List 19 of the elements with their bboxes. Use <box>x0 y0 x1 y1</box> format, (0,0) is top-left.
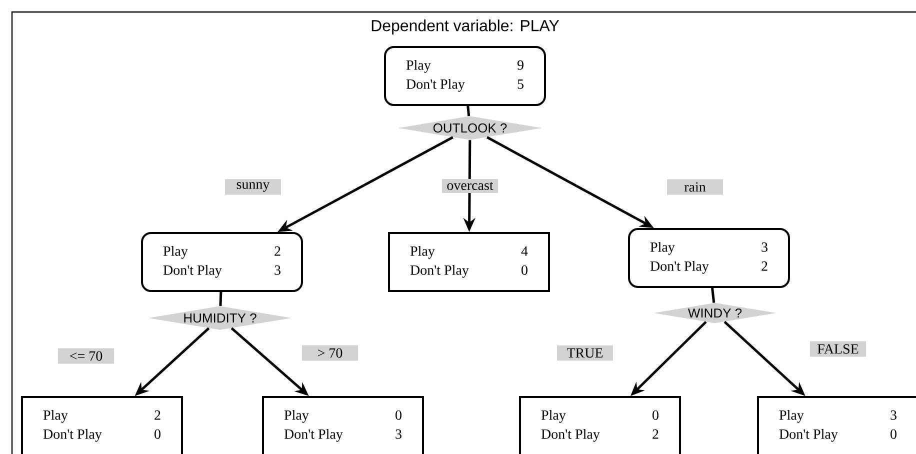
connector-line <box>219 292 222 306</box>
edge-label: overcast <box>442 178 498 193</box>
count-box: Play 0 Don't Play 2 <box>519 396 681 454</box>
edge-label: > 70 <box>302 345 358 361</box>
edge-label: TRUE <box>557 345 613 361</box>
edge-label: FALSE <box>810 341 866 357</box>
count-box: Play 2 Don't Play 3 <box>141 232 303 292</box>
count-box: Play 3 Don't Play 2 <box>628 228 790 288</box>
edge-label: sunny <box>225 179 281 195</box>
count-box: Play 4 Don't Play 0 <box>388 232 550 292</box>
edge-label: <= 70 <box>58 348 114 364</box>
count-box: Play 0 Don't Play 3 <box>262 396 424 454</box>
edge-label: rain <box>667 179 723 195</box>
connector-line <box>466 106 470 116</box>
title: Dependent variable: PLAY <box>372 20 560 34</box>
count-box: Play 2 Don't Play 0 <box>21 396 183 454</box>
count-box: Play 9 Don't Play 5 <box>384 46 546 106</box>
connector-line <box>711 288 716 303</box>
count-box: Play 3 Don't Play 0 <box>757 396 916 454</box>
